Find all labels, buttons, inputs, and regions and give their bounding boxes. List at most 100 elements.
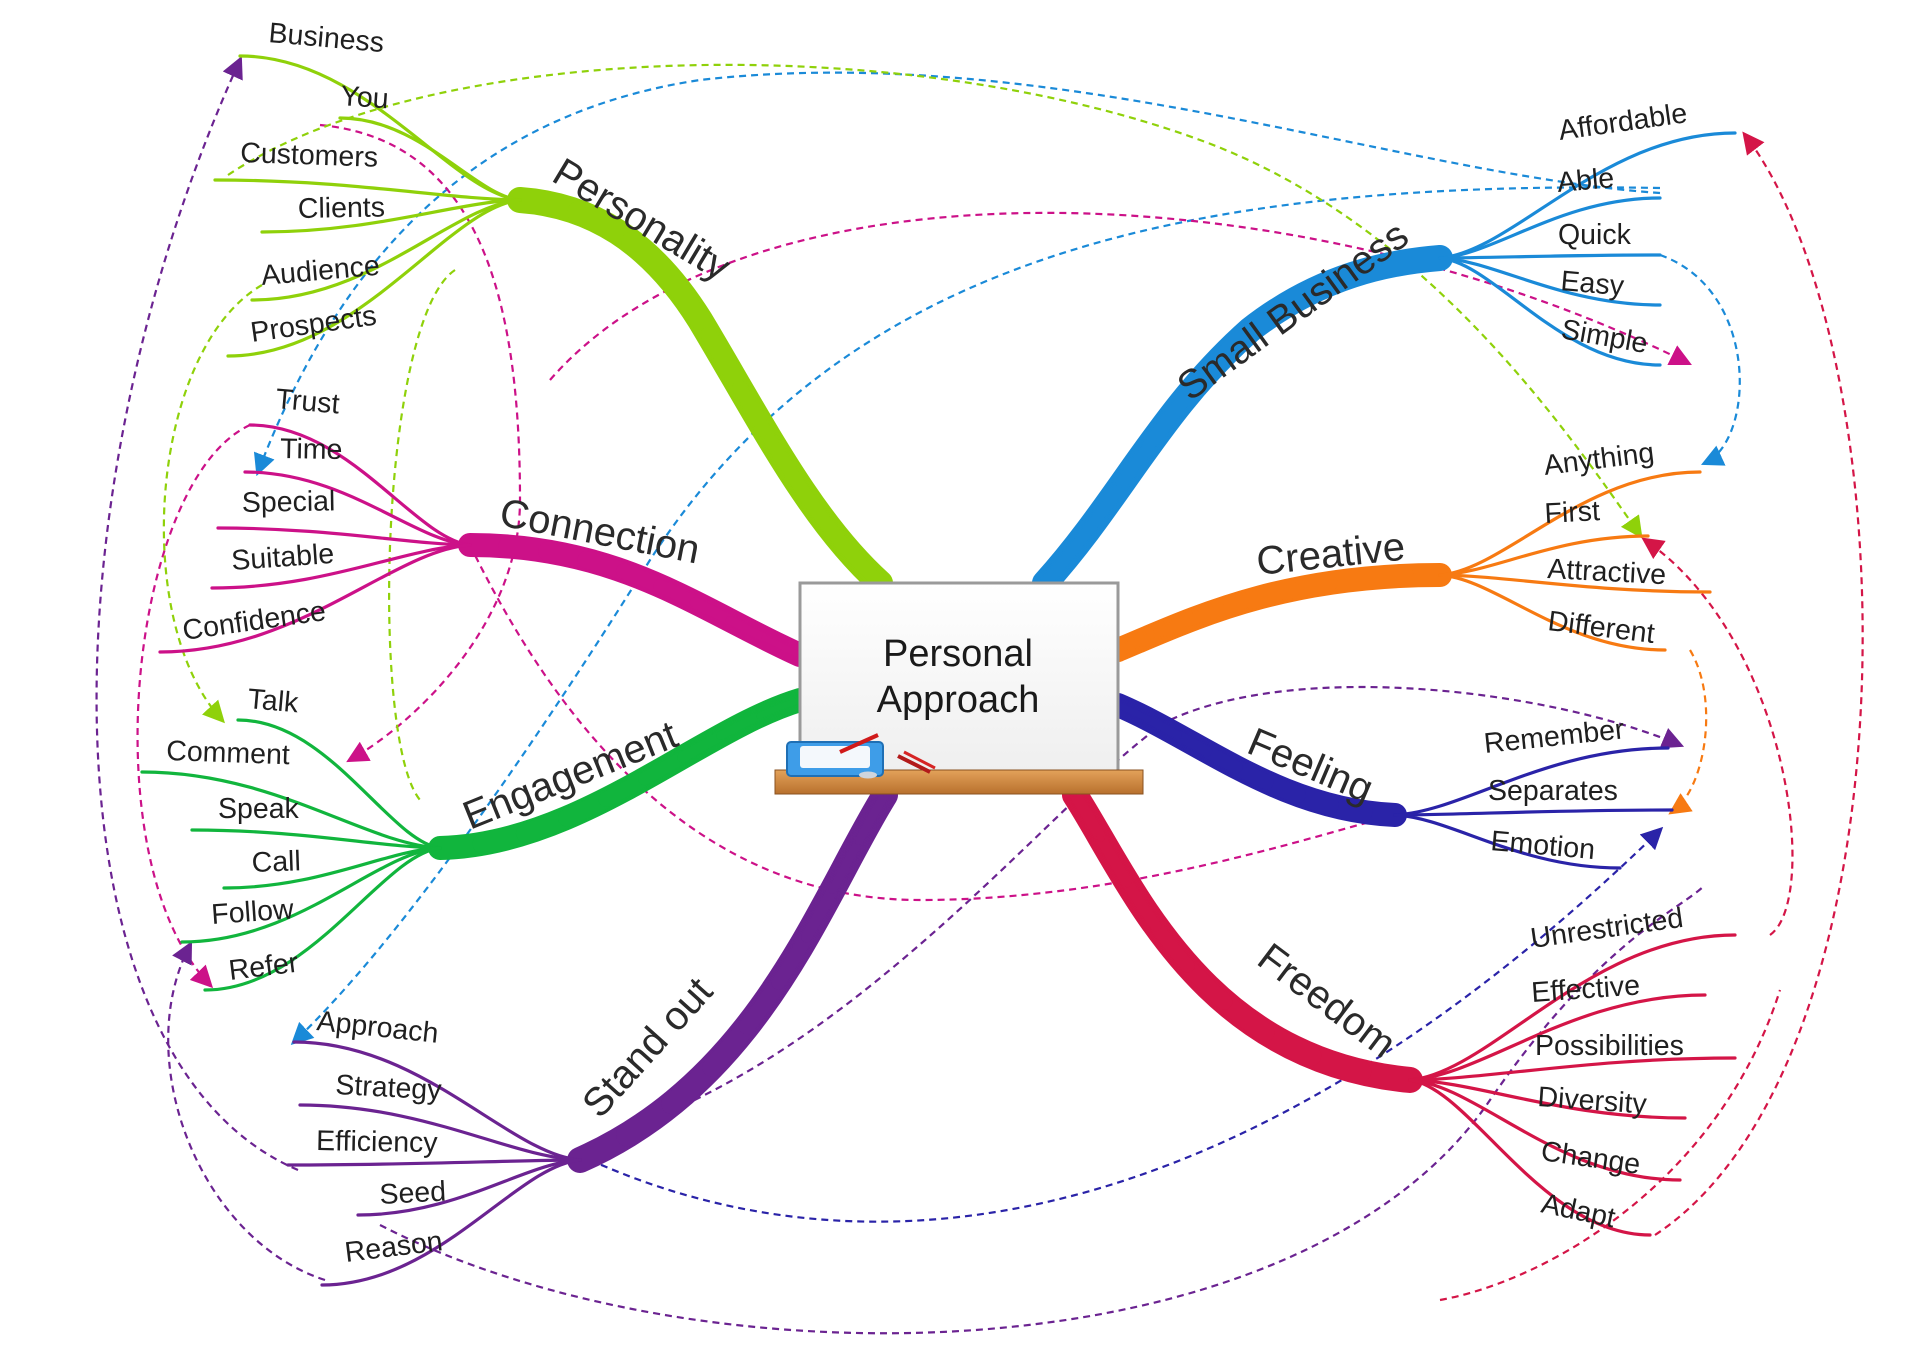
branch-standout-leaf-line-0 (292, 1040, 582, 1162)
branch-standout-stem (576, 791, 889, 1164)
leaf-comment[interactable]: Comment (166, 735, 291, 771)
branch-feeling-leaf-line-1 (1393, 808, 1674, 817)
branch-engagement-leaf-line-0 (236, 718, 442, 850)
leaf-separates[interactable]: Separates (1488, 775, 1618, 807)
branch-personality-leaf-line-4 (250, 198, 522, 302)
branch-connection-leaf-line-1 (243, 470, 472, 547)
branch-personality-stem (515, 195, 885, 588)
branch-engagement-stem (436, 696, 804, 852)
leaf-easy[interactable]: Easy (1559, 265, 1626, 302)
leaf-business[interactable]: Business (267, 17, 385, 59)
branch-standout-stem (574, 789, 891, 1166)
link-seed-to-effective (379, 884, 1706, 1335)
leaf-change[interactable]: Change (1539, 1135, 1642, 1181)
branch-freedom-leaf-line-0 (1408, 933, 1737, 1082)
branch-connection-leaf-line-2 (216, 526, 472, 547)
leaf-prospects[interactable]: Prospects (249, 300, 379, 349)
leaf-customers[interactable]: Customers (240, 137, 379, 174)
link-connection-to-feeling (469, 544, 1396, 902)
branch-personality-leaf-line-5 (226, 198, 522, 358)
link-you-to-simple (319, 123, 522, 763)
link-freedom-to-change (1439, 989, 1782, 1302)
leaf-first[interactable]: First (1544, 495, 1601, 530)
branch-standout-leaf-line-1 (298, 1103, 582, 1162)
branch-standout-stem (567, 782, 898, 1173)
branch-standout-stem (568, 783, 897, 1172)
leaf-quick[interactable]: Quick (1558, 219, 1632, 251)
branch-smallbusiness-leaf-line-1 (1438, 196, 1662, 260)
branch-standout-stem (569, 784, 896, 1171)
leaf-clients[interactable]: Clients (298, 191, 386, 225)
leaf-different[interactable]: Different (1546, 605, 1656, 650)
leaf-suitable[interactable]: Suitable (230, 538, 335, 577)
branch-connection-leaf-line-3 (210, 543, 472, 590)
link-personality-to-speak (388, 269, 456, 801)
leaf-call[interactable]: Call (251, 845, 301, 879)
branch-creative-leaf-line-2 (1438, 573, 1712, 594)
branch-standout-label[interactable]: Stand out (574, 969, 721, 1126)
leaf-you[interactable]: You (340, 80, 390, 115)
leaf-adapt[interactable]: Adapt (1539, 1188, 1619, 1235)
link-trust-to-refer (136, 424, 251, 989)
leaf-emotion[interactable]: Emotion (1489, 825, 1596, 866)
leaf-attractive[interactable]: Attractive (1547, 553, 1667, 591)
leaf-special[interactable]: Special (242, 485, 336, 519)
leaf-trust[interactable]: Trust (274, 383, 340, 420)
link-different-to-remember (1668, 649, 1708, 815)
leaf-strategy[interactable]: Strategy (335, 1069, 443, 1107)
link-quick-to-anything (1659, 253, 1741, 466)
branch-engagement-leaf-line-1 (140, 770, 442, 850)
branch-connection-leaf-line-0 (248, 423, 472, 547)
branch-creative-leaf-line-3 (1438, 573, 1667, 652)
leaf-refer[interactable]: Refer (227, 947, 301, 987)
branch-freedom-stem (1071, 791, 1414, 1084)
leaf-time[interactable]: Time (280, 433, 343, 466)
marker-tray-icon (786, 733, 936, 779)
leaf-follow[interactable]: Follow (210, 893, 295, 931)
branch-standout-stem (578, 793, 887, 1162)
branch-standout-stem (570, 785, 895, 1170)
leaf-diversity[interactable]: Diversity (1537, 1081, 1649, 1121)
leaf-able[interactable]: Able (1556, 162, 1616, 199)
central-topic[interactable]: Personal Approach (774, 581, 1144, 795)
leaf-efficiency[interactable]: Efficiency (316, 1125, 439, 1159)
branch-creative-leaf-line-0 (1438, 470, 1702, 577)
branch-standout-leaf-line-3 (356, 1158, 582, 1217)
leaf-audience[interactable]: Audience (260, 250, 381, 292)
branch-freedom-leaf-line-1 (1408, 993, 1707, 1082)
leaf-talk[interactable]: Talk (246, 683, 300, 719)
branch-creative-leaf-line-1 (1438, 534, 1650, 577)
branch-engagement-leaf-line-4 (180, 846, 442, 944)
branch-standout-stem (575, 790, 890, 1165)
branch-personality-leaf-line-2 (213, 178, 522, 202)
leaf-affordable[interactable]: Affordable (1557, 97, 1690, 147)
branch-connection-leaf-line-4 (158, 543, 472, 654)
leaf-reason[interactable]: Reason (343, 1225, 444, 1269)
leaf-effective[interactable]: Effective (1530, 969, 1641, 1009)
central-topic-line1: Personal (883, 633, 1033, 675)
branch-standout-stem (573, 788, 892, 1167)
branch-freedom-leaf-line-2 (1408, 1056, 1737, 1082)
branch-standout-leaf-line-4 (320, 1158, 582, 1287)
link-reason-to-follow (167, 941, 326, 1282)
leaf-possibilities[interactable]: Possibilities (1535, 1030, 1684, 1062)
branch-feeling-leaf-line-0 (1393, 746, 1670, 817)
branch-personality-leaf-line-3 (260, 198, 522, 234)
branch-freedom-leaf-line-3 (1408, 1078, 1687, 1120)
branch-connection-stem (465, 540, 805, 660)
branch-smallbusiness-leaf-line-2 (1438, 253, 1662, 260)
branch-smallbusiness-label[interactable]: Small Business (1169, 213, 1416, 409)
relationship-links (95, 55, 1864, 1335)
leaf-speak[interactable]: Speak (218, 793, 300, 825)
branch-smallbusiness-leaf-line-3 (1438, 256, 1662, 307)
leaf-confidence[interactable]: Confidence (181, 595, 328, 647)
link-efficiency-to-business (95, 55, 299, 1172)
link-adapt-to-affordable (1654, 131, 1864, 1236)
leaf-approach[interactable]: Approach (315, 1005, 440, 1050)
leaf-seed[interactable]: Seed (379, 1176, 447, 1211)
leaf-anything[interactable]: Anything (1542, 437, 1656, 482)
link-customers-to-attractive (227, 63, 1643, 539)
branch-creative-stem (1114, 571, 1444, 654)
branch-freedom-leaf-line-4 (1408, 1078, 1682, 1182)
